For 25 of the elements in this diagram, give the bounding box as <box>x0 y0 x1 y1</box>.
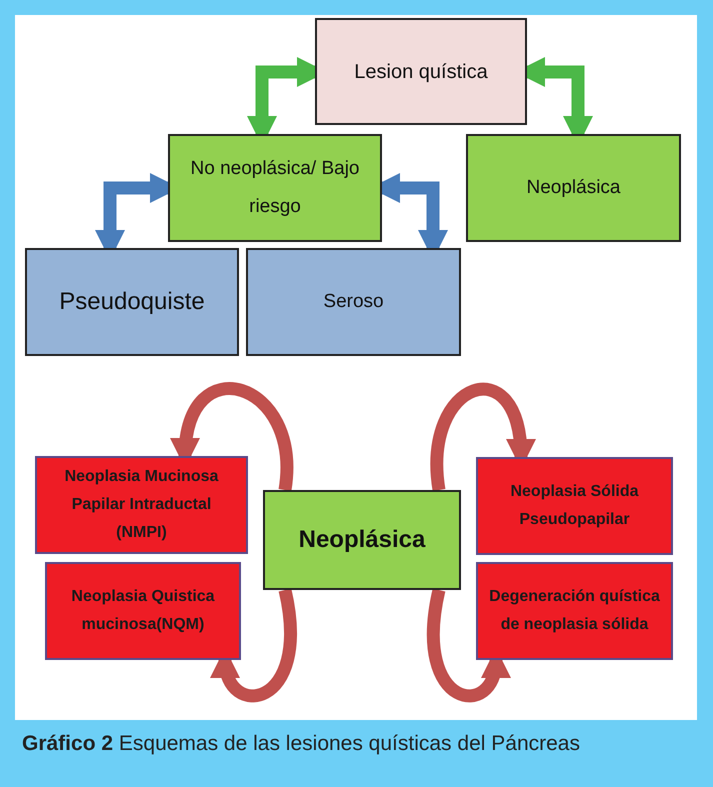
process-box <box>45 562 241 660</box>
node-label: Lesion quística <box>354 60 488 84</box>
node-label: Degeneración quística de neoplasia sólida <box>488 587 661 635</box>
node-label: Neoplasia Mucinosa Papilar Intraductal (NMPI) <box>64 467 220 543</box>
process-box <box>35 456 248 554</box>
process-box <box>466 134 681 242</box>
process-box <box>25 248 239 356</box>
process-box <box>315 18 527 125</box>
process-box <box>263 490 461 590</box>
node-label: Neoplasia Sólida Pseudopapilar <box>509 482 640 530</box>
process-box <box>476 562 673 660</box>
process-box <box>168 134 382 242</box>
node-label: No neoplásica/ Bajo riesgo <box>190 157 360 219</box>
node-label: Neoplásica <box>526 176 620 200</box>
block-arrow <box>172 382 294 490</box>
process-box <box>476 457 673 555</box>
node-label: Neoplasia Quistica mucinosa(NQM) <box>70 587 216 635</box>
block-arrow <box>427 588 509 702</box>
process-box <box>246 248 461 356</box>
node-label: Neoplásica <box>298 525 426 555</box>
figure-caption: Gráfico 2 Esquemas de las lesiones quísticas del Páncreas <box>22 731 580 757</box>
node-label: Pseudoquiste <box>59 287 205 317</box>
block-arrow <box>212 588 297 702</box>
block-arrow <box>430 382 535 491</box>
node-label: Seroso <box>323 290 384 314</box>
